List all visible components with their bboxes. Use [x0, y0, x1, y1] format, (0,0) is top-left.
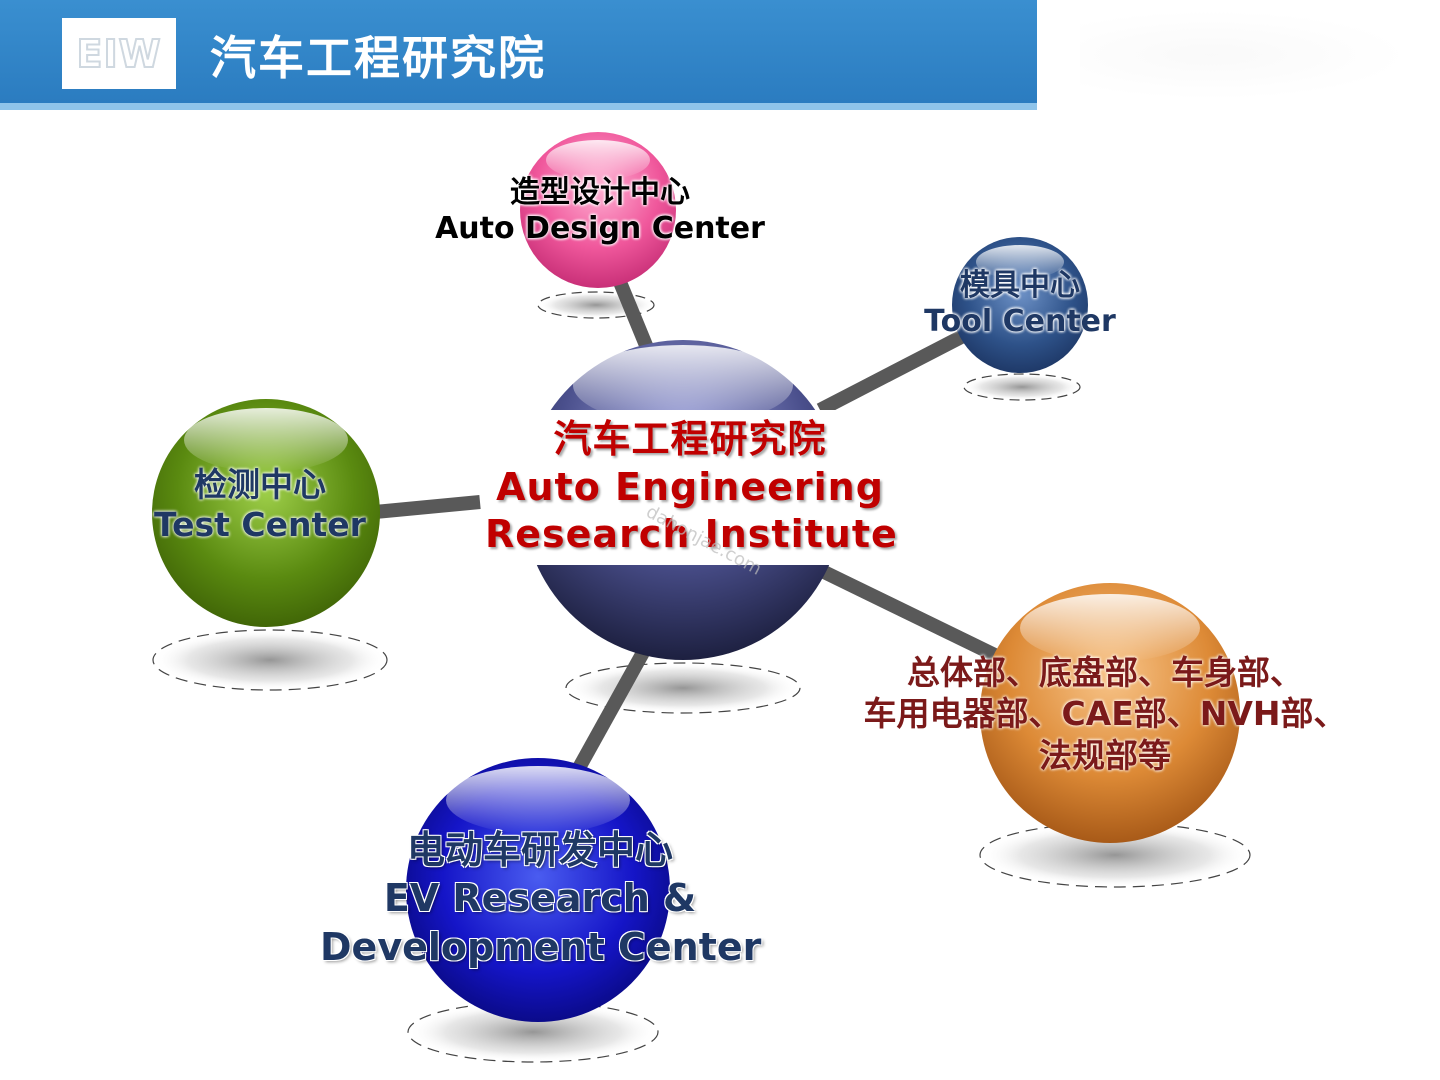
departments-sphere — [980, 583, 1240, 843]
design-center-en: Auto Design Center — [435, 211, 765, 246]
tool-center-zh: 模具中心 — [960, 268, 1080, 303]
institute-en-line1: Auto Engineering — [496, 464, 884, 509]
ev-center-en-line1: EV Research & — [383, 876, 697, 921]
institute-en-line2: Research Institute — [485, 512, 898, 556]
rod-departments — [816, 563, 1009, 667]
shadow-tool — [963, 373, 1081, 401]
institute-zh: 汽车工程研究院 — [553, 417, 827, 461]
logo-text: EIW — [75, 31, 162, 77]
design-center-zh: 造型设计中心 — [510, 175, 690, 210]
ev-center-zh: 电动车研发中心 — [406, 828, 673, 872]
connector-rods — [374, 267, 1009, 779]
test-center-en: Test Center — [154, 504, 366, 544]
shadow-test — [152, 629, 388, 691]
header-underline — [0, 103, 1037, 110]
shadow-departments — [979, 822, 1251, 888]
ev-center-en-line2: Development Center — [320, 924, 762, 969]
rod-ev — [568, 636, 657, 779]
departments-line1: 总体部、底盘部、车身部、 — [907, 653, 1303, 692]
tool-center-label: 模具中心 Tool Center — [905, 268, 1135, 340]
design-center-label: 造型设计中心 Auto Design Center — [425, 175, 775, 247]
test-center-label: 检测中心 Test Center — [130, 465, 390, 544]
ev-sphere — [406, 758, 670, 1022]
ev-center-label: 电动车研发中心 EV Research & Development Center — [320, 826, 762, 971]
departments-line2: 车用电器部、CAE部、NVH部、 — [863, 694, 1347, 734]
shadow-center — [565, 662, 801, 714]
departments-line3: 法规部等 — [1039, 735, 1171, 775]
test-sphere — [152, 399, 380, 627]
rod-tool — [816, 328, 969, 417]
test-center-zh: 检测中心 — [194, 465, 326, 504]
rod-test — [374, 495, 481, 519]
logo: EIW — [62, 18, 176, 89]
tool-sphere — [952, 237, 1088, 373]
faded-watermark — [1080, 10, 1410, 100]
page-title: 汽车工程研究院 — [210, 31, 546, 85]
tool-center-en: Tool Center — [924, 304, 1116, 339]
design-sphere — [520, 132, 676, 288]
departments-label: 总体部、底盘部、车身部、 车用电器部、CAE部、NVH部、 法规部等 — [840, 652, 1370, 776]
institute-label: 汽车工程研究院 Auto Engineering Research Instit… — [485, 410, 898, 565]
